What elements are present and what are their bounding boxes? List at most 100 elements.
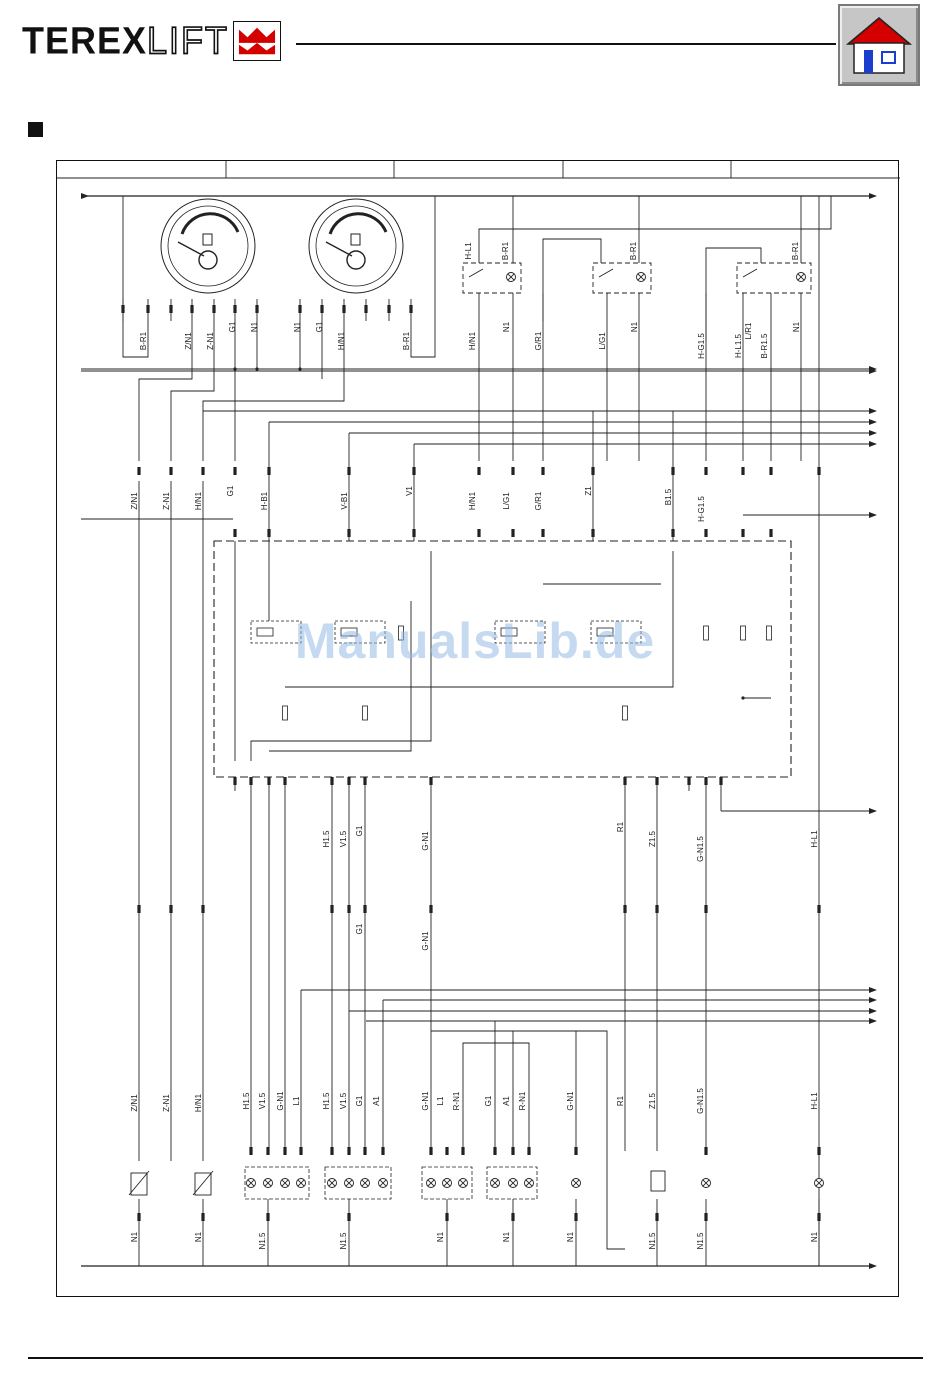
header-rule bbox=[296, 43, 836, 45]
connector bbox=[190, 305, 194, 313]
lamp-cross bbox=[797, 273, 805, 281]
relay bbox=[494, 620, 546, 644]
lamp-cluster bbox=[324, 1166, 392, 1200]
wire-label: G-N1.5 bbox=[696, 1088, 705, 1114]
wire-label: Z1 bbox=[584, 486, 593, 496]
page-header: TEREXLIFT bbox=[0, 0, 950, 100]
relay bbox=[334, 620, 386, 644]
wire-label: Z-N1 bbox=[162, 492, 171, 510]
relay-coil bbox=[500, 627, 518, 637]
connector bbox=[137, 467, 141, 475]
connector bbox=[527, 1147, 531, 1155]
wire-label: N1.5 bbox=[339, 1232, 348, 1249]
connector bbox=[445, 1213, 449, 1221]
relay-coil bbox=[256, 627, 274, 637]
fuel-pump-icon bbox=[202, 233, 213, 246]
wire-label: H-G1.5 bbox=[697, 496, 706, 522]
wire-label: H1.5 bbox=[242, 1092, 251, 1109]
wire-label: H-L1 bbox=[810, 830, 819, 848]
fuse bbox=[622, 705, 628, 721]
connector bbox=[591, 529, 595, 537]
wire-h-n1 bbox=[202, 321, 345, 461]
wire-h-l1 bbox=[478, 196, 832, 263]
connector bbox=[511, 1213, 515, 1221]
wire-label: H/N1 bbox=[194, 491, 203, 510]
lamp-cross bbox=[491, 1179, 499, 1187]
lamp-cross bbox=[572, 1179, 580, 1187]
lamp-cross bbox=[264, 1179, 272, 1187]
wire-label: N1 bbox=[250, 321, 259, 332]
relay bbox=[250, 620, 302, 644]
connector bbox=[137, 1213, 141, 1221]
wire-label: G/R1 bbox=[534, 491, 543, 510]
connector bbox=[574, 1213, 578, 1221]
connector bbox=[363, 1147, 367, 1155]
fuse bbox=[766, 625, 772, 641]
module-bus-4 bbox=[269, 601, 412, 752]
supply-rail-arrow bbox=[869, 193, 877, 199]
fuse bbox=[282, 705, 288, 721]
section-bullet bbox=[28, 122, 43, 137]
sender-arrow bbox=[192, 1170, 214, 1196]
connector bbox=[266, 1213, 270, 1221]
arrow-head bbox=[869, 512, 877, 518]
connector bbox=[266, 1147, 270, 1155]
junction-dot bbox=[255, 367, 259, 371]
fuel-gauge-scale bbox=[180, 212, 240, 235]
wire-b-r1 bbox=[122, 196, 149, 358]
wire-z-n1b bbox=[170, 321, 215, 461]
wire-label: G1 bbox=[355, 825, 364, 836]
wire-label: R1 bbox=[616, 821, 625, 832]
wire-label: N1 bbox=[194, 1231, 203, 1242]
wire-label: G1 bbox=[228, 321, 237, 332]
wire-label: R-N1 bbox=[452, 1091, 461, 1110]
wire-label: H-B1 bbox=[260, 491, 269, 510]
connector bbox=[169, 305, 173, 313]
home-icon bbox=[845, 17, 913, 74]
wire-label: L/G1 bbox=[502, 492, 511, 510]
fuel-gauge-needle bbox=[177, 241, 205, 257]
lamp-cluster bbox=[244, 1166, 310, 1200]
switch-panel bbox=[592, 262, 652, 294]
connector bbox=[320, 305, 324, 313]
junction-dot bbox=[233, 367, 237, 371]
connector bbox=[342, 305, 346, 313]
wire-label: V-B1 bbox=[340, 492, 349, 510]
wire-b-r1-right bbox=[410, 196, 436, 358]
connector bbox=[330, 1147, 334, 1155]
arrow-head bbox=[869, 408, 877, 414]
lamp-cross bbox=[427, 1179, 435, 1187]
connector bbox=[169, 467, 173, 475]
switch-contact bbox=[742, 268, 758, 278]
battery-gauge-face bbox=[315, 205, 397, 287]
connector bbox=[412, 529, 416, 537]
sender-icon bbox=[130, 1172, 148, 1196]
lamp-cross bbox=[509, 1179, 517, 1187]
arrow-head bbox=[869, 441, 877, 447]
connector bbox=[212, 305, 216, 313]
home-button[interactable] bbox=[838, 4, 920, 86]
wire-label: V1.5 bbox=[339, 830, 348, 847]
connector bbox=[381, 1147, 385, 1155]
wire-label: G1 bbox=[315, 321, 324, 332]
wire-label: N1.5 bbox=[258, 1232, 267, 1249]
wire-label: G1 bbox=[355, 923, 364, 934]
arrow-head bbox=[869, 808, 877, 814]
connector bbox=[671, 529, 675, 537]
wire-label: R-N1 bbox=[518, 1091, 527, 1110]
lamp-cross bbox=[361, 1179, 369, 1187]
wire-label: B-R1 bbox=[501, 241, 510, 260]
lamp-cluster bbox=[486, 1166, 538, 1200]
connector bbox=[741, 467, 745, 475]
rail-arrow-left bbox=[81, 193, 89, 199]
wire-label: N1 bbox=[566, 1231, 575, 1242]
wire-label: B1.5 bbox=[664, 488, 673, 505]
connector bbox=[409, 305, 413, 313]
sender-icon bbox=[194, 1172, 212, 1196]
wire-label: G/R1 bbox=[534, 331, 543, 350]
arrow-head bbox=[869, 368, 877, 374]
wire-label: G-N1 bbox=[421, 931, 430, 951]
switch-panel bbox=[462, 262, 522, 294]
wire-label: G1 bbox=[484, 1095, 493, 1106]
wire-label: V1.5 bbox=[339, 1092, 348, 1109]
